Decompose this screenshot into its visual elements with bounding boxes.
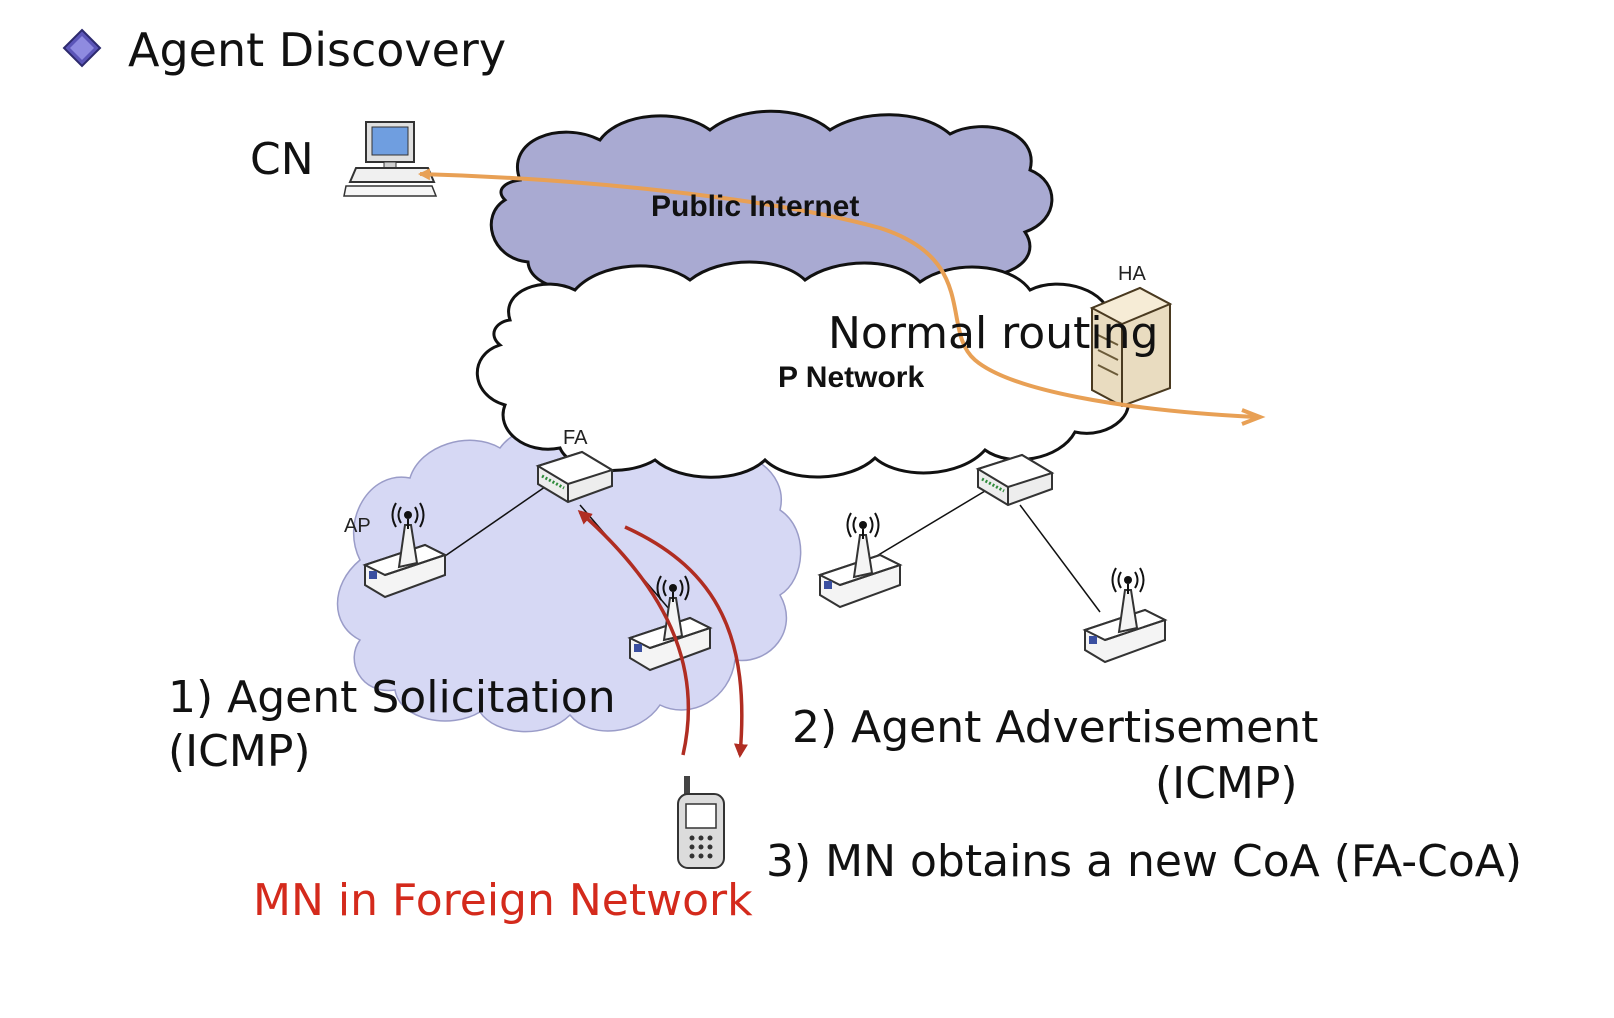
fa-label: FA bbox=[563, 427, 588, 449]
access-point-icon bbox=[1084, 567, 1166, 663]
step2-protocol-label: (ICMP) bbox=[1155, 758, 1298, 809]
p-network-cloud bbox=[475, 260, 1142, 479]
arrow-tail-marker bbox=[1241, 408, 1266, 426]
router-icon bbox=[976, 453, 1054, 507]
p-network-label: P Network bbox=[778, 361, 924, 394]
server-icon bbox=[1089, 286, 1173, 408]
agent-advertisement-arrow bbox=[624, 525, 748, 758]
diamond-bullet-icon bbox=[62, 28, 102, 68]
computer-icon bbox=[343, 121, 438, 197]
link-router2-ap4 bbox=[1019, 504, 1101, 613]
step3-label: 3) MN obtains a new CoA (FA-CoA) bbox=[766, 836, 1522, 887]
public-internet-label: Public Internet bbox=[651, 190, 859, 223]
mn-foreign-label: MN in Foreign Network bbox=[253, 875, 753, 926]
slide-title: Agent Discovery bbox=[128, 23, 506, 77]
normal-routing-arrow bbox=[418, 168, 1256, 419]
access-point-icon bbox=[819, 512, 901, 608]
normal-routing-label: Normal routing bbox=[828, 308, 1158, 359]
cn-label: CN bbox=[250, 134, 314, 185]
step1-label: 1) Agent Solicitation bbox=[168, 672, 616, 723]
step2-label: 2) Agent Advertisement bbox=[792, 702, 1318, 753]
ap-label: AP bbox=[344, 515, 371, 537]
step1-protocol-label: (ICMP) bbox=[168, 726, 311, 777]
link-router2-ap3 bbox=[869, 487, 991, 561]
ha-label: HA bbox=[1118, 263, 1146, 285]
mobile-phone-icon bbox=[677, 776, 725, 869]
link-fa-ap1 bbox=[431, 479, 556, 566]
agent-solicitation-arrow bbox=[577, 510, 691, 756]
